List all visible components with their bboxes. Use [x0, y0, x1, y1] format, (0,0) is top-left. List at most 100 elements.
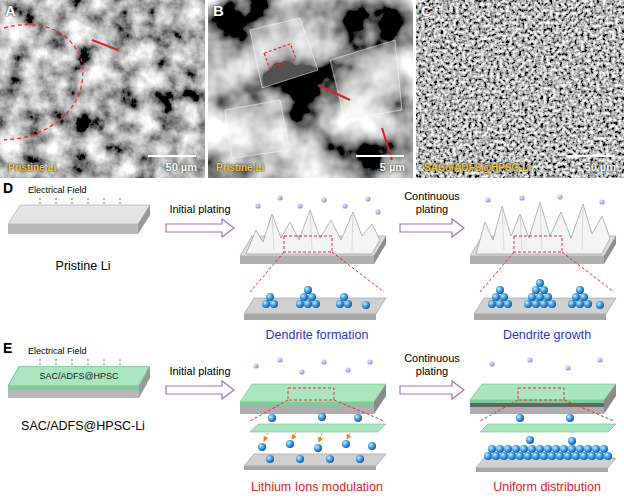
dendrite-growth-art-part: [474, 314, 606, 320]
sem-image-a-part: [0, 0, 205, 178]
ion-modulation-art-part: [334, 400, 384, 421]
dendrite-growth-art-part: [519, 195, 524, 200]
dendrite-formation-art-part-part: [266, 293, 274, 301]
dendrite-formation-art-part-part: [296, 300, 304, 308]
dendrite-formation-art-part: [365, 196, 370, 201]
dendrite-growth-art-part-part: [536, 279, 544, 287]
coated-li-slab-front: [8, 366, 150, 398]
ion-modulation-art-part: [253, 363, 258, 368]
uniform-distribution-art-part-part: [572, 452, 580, 460]
field-label: Electrical Field: [28, 346, 87, 356]
uniform-distribution-art-part-part: [544, 445, 552, 453]
dendrite-growth-art-part: [476, 202, 610, 254]
ion-modulation-art-part: [240, 405, 374, 414]
uniform-distribution-art-part-part: [560, 445, 568, 453]
uniform-distribution-art-part-part: [604, 452, 612, 460]
ion-modulation-art-part: [299, 369, 304, 374]
node-text: Pristine Li: [216, 162, 264, 173]
sem-image-b-part: [330, 40, 402, 120]
dendrite-growth-art-part: [514, 236, 562, 252]
arrow-label: Initial plating: [169, 365, 230, 378]
uniform-distribution-art-part: [470, 403, 604, 407]
sem-image-b-part: [250, 18, 318, 88]
node-text: 5 µm: [380, 161, 405, 173]
uniform-distribution-art-part-part: [540, 452, 548, 460]
dendrite-growth-art: [470, 194, 616, 320]
stage-panel: Dendrite growth: [468, 192, 624, 345]
sem-image-a-part: [92, 40, 118, 50]
dendrite-formation-art-part-part: [270, 300, 278, 308]
dendrite-growth-art-part: [599, 199, 604, 204]
sem-panel: B Pristine Li 5 µm: [208, 0, 413, 178]
uniform-distribution-art-part-part: [596, 452, 604, 460]
ion-modulation-art-part-part: [368, 442, 376, 450]
uniform-distribution-art-part-part: [592, 445, 600, 453]
dendrite-formation-art-part: [321, 197, 326, 202]
uniform-distribution-art-part: [527, 357, 532, 362]
dendrite-formation-art-part: [250, 252, 284, 292]
dendrite-formation-art-part: [244, 314, 376, 320]
uniform-distribution-art-part: [604, 384, 616, 414]
node-text: 50 µm: [585, 161, 616, 173]
uniform-distribution-art-part-part: [532, 452, 540, 460]
ion-modulation-art-part-part: [314, 444, 322, 452]
uniform-distribution-art-part-part: [524, 452, 532, 460]
uniform-distribution-art: [470, 357, 616, 472]
dendrite-growth-art-part: [470, 256, 604, 264]
pristine-li-slab: [8, 205, 150, 234]
uniform-distribution-art-part-part: [588, 452, 596, 460]
pristine-li-slab-part: [8, 205, 150, 224]
uniform-distribution-art-part-part: [528, 445, 536, 453]
dendrite-growth-art-part-part: [576, 300, 584, 308]
dendrite-growth-art-part-part: [572, 293, 580, 301]
ion-modulation-art-part: [244, 454, 386, 466]
coating-layer: SAC/ADFS@HPSC: [8, 366, 150, 386]
uniform-distribution-art-part: [484, 445, 612, 460]
dendrite-growth-art-part-part: [580, 293, 588, 301]
ion-modulation-art-part: [258, 440, 376, 452]
uniform-distribution-art-part-part: [552, 445, 560, 453]
dendrite-formation-art-part-part: [336, 300, 344, 308]
dendrite-growth-art-part-part: [488, 300, 496, 308]
uniform-distribution-art-part-part: [566, 414, 574, 422]
dendrite-growth-art-part-part: [532, 286, 540, 294]
arrow-label: Continuous plating: [400, 352, 464, 378]
sem-image-c-part: [566, 155, 614, 157]
dendrite-formation-art-part-part: [304, 286, 312, 294]
uniform-distribution-art-part: [565, 365, 570, 370]
dendrite-growth-art-part-part: [596, 301, 604, 309]
ion-modulation-art-part-part: [347, 433, 350, 439]
dendrite-growth-art-part-part: [576, 286, 584, 294]
sem-image-b-part: [356, 155, 404, 157]
ion-modulation-art-part: [244, 466, 376, 470]
dendrite-formation-art-part: [342, 203, 347, 208]
ion-modulation-art-part: [321, 359, 326, 364]
anode-slab: Pristine Li: [4, 200, 162, 276]
ion-modulation-art-part: [345, 367, 350, 372]
sem-image-a-part: [4, 25, 83, 140]
uniform-distribution-art-part: [480, 400, 518, 421]
node-text: B: [213, 2, 224, 19]
uniform-distribution-art-part-part: [584, 445, 592, 453]
dendrite-formation-art-part: [277, 195, 282, 200]
uniform-distribution-art-part-part: [496, 445, 504, 453]
dendrite-formation-art-part-part: [300, 293, 308, 301]
dendrite-growth-art-part-part: [540, 286, 548, 294]
ion-modulation-art-part-part: [318, 413, 326, 421]
dendrite-growth-art-part-part: [528, 293, 536, 301]
dendrite-formation-art-part-part: [340, 293, 348, 301]
node-text: SAC/ADFS@HPSC-Li: [4, 419, 162, 433]
layer-face: [8, 366, 150, 386]
dendrite-formation-art-part-part: [308, 293, 316, 301]
panel-letter: D: [3, 180, 13, 196]
node-text: 50 µm: [166, 161, 197, 173]
ion-modulation-art-part-part: [266, 455, 274, 463]
ion-modulation-art-part: [250, 400, 288, 421]
dendrite-growth-art-part-part: [500, 293, 508, 301]
panel-letter: E: [3, 340, 12, 356]
ion-modulation-art-part-part: [258, 443, 266, 451]
dendrite-growth-art-part-part: [504, 300, 512, 308]
uniform-distribution-art-part-part: [580, 452, 588, 460]
arrow-label: Continuous plating: [400, 190, 464, 216]
sem-panel: CSACo/ADFS@HPSC-Li50 µm: [416, 0, 624, 178]
